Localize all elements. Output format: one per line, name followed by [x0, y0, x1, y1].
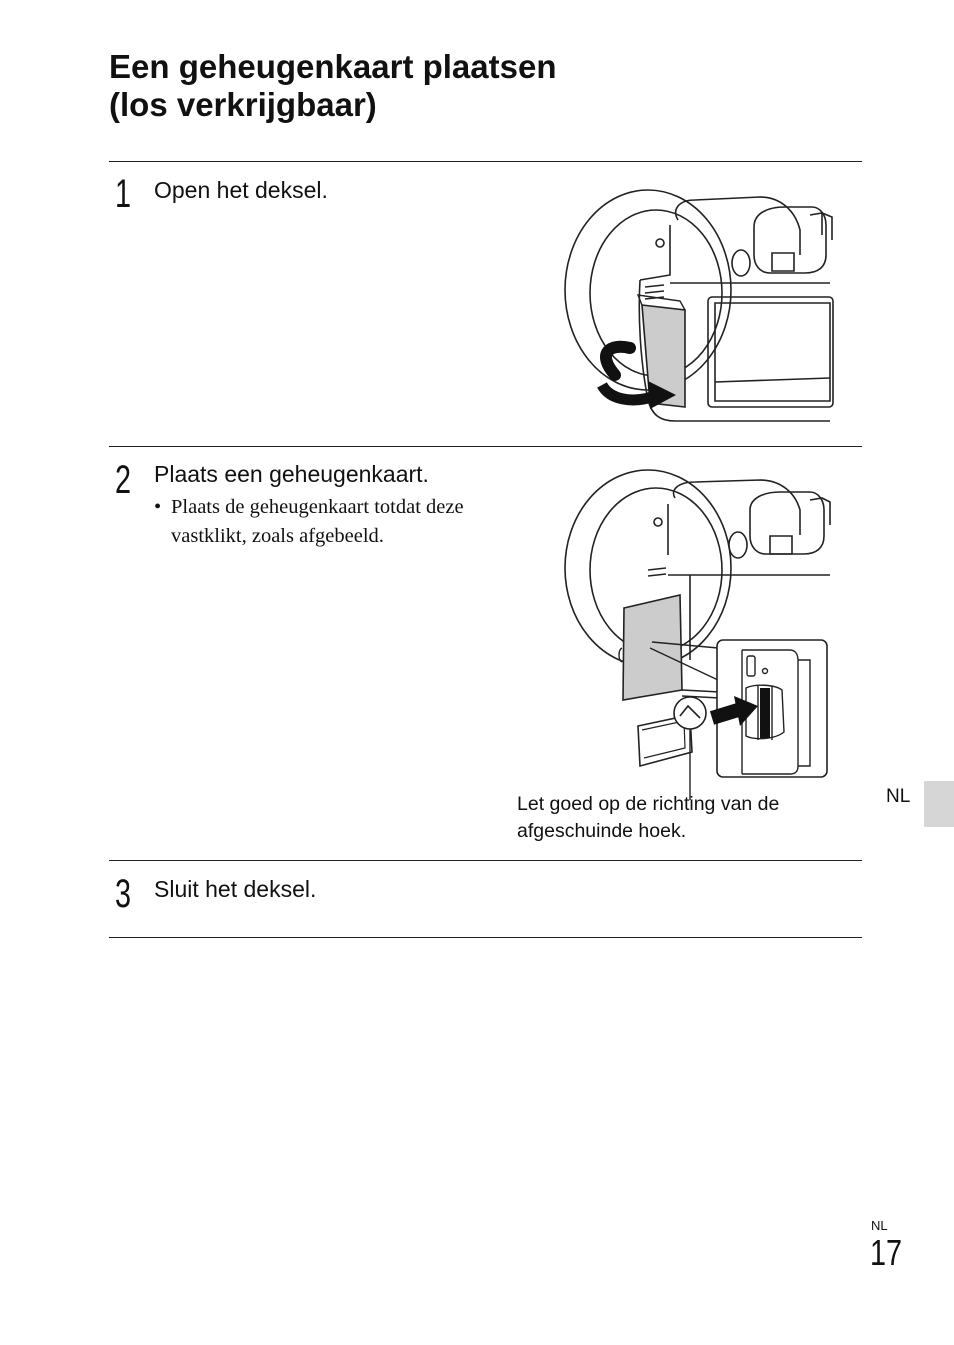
step-1-number: 1 [115, 172, 132, 216]
divider-step-3 [109, 860, 862, 861]
divider-step-2 [109, 446, 862, 447]
caption-line-1: Let goed op de richting van de [517, 793, 780, 815]
divider-bottom [109, 937, 862, 938]
corner-orientation-caption: Let goed op de richting van de afgeschui… [517, 791, 857, 845]
caption-line-2: afgeschuinde hoek. [517, 820, 687, 842]
side-language-tab [924, 781, 954, 827]
bullet-icon: • [154, 496, 162, 518]
page-title-line-1: Een geheugenkaart plaatsen [109, 48, 557, 85]
step-2-bullet: • Plaats de geheugenkaart totdat deze va… [154, 493, 524, 551]
camera-open-cover-illustration [560, 185, 840, 430]
divider-top [109, 161, 862, 162]
side-language-label: NL [886, 786, 911, 807]
camera-insert-card-illustration [560, 470, 840, 800]
step-3-number: 3 [115, 872, 132, 916]
step-2-text: Plaats een geheugenkaart. [154, 461, 429, 487]
step-1-text: Open het deksel. [154, 177, 328, 203]
page-title-line-2: (los verkrijgbaar) [109, 86, 377, 123]
page-number: 17 [870, 1232, 903, 1273]
page-title: Een geheugenkaart plaatsen (los verkrijg… [109, 48, 556, 124]
step-2-number: 2 [115, 458, 132, 502]
step-2-bullet-text: Plaats de geheugenkaart totdat deze vast… [171, 496, 464, 547]
step-3-text: Sluit het deksel. [154, 876, 317, 902]
footer-language: NL [871, 1218, 888, 1233]
